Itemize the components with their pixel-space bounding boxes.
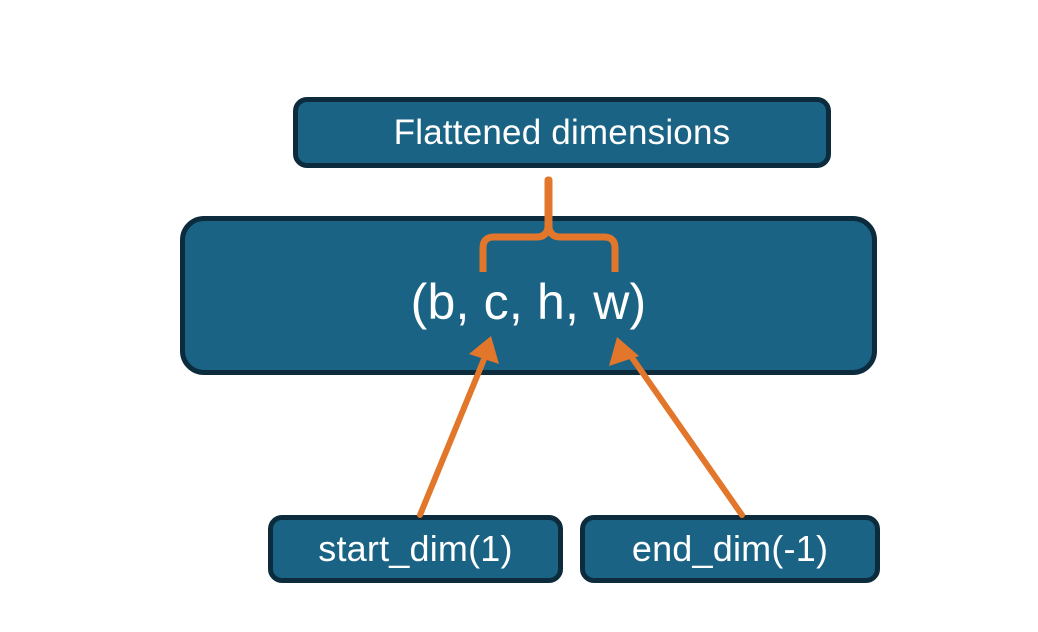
node-tensor-shape-label: (b, c, h, w)	[410, 274, 647, 330]
node-end-dim-label: end_dim(-1)	[631, 528, 829, 569]
node-start-dim: start_dim(1)	[268, 515, 563, 583]
arrow-end-dim-line	[625, 349, 745, 518]
node-flattened-dimensions-label: Flattened dimensions	[393, 113, 731, 152]
node-tensor-shape: (b, c, h, w)	[180, 216, 877, 375]
node-flattened-dimensions: Flattened dimensions	[293, 97, 831, 168]
arrow-start-dim-line	[417, 349, 490, 518]
node-end-dim: end_dim(-1)	[580, 515, 880, 583]
node-start-dim-label: start_dim(1)	[318, 528, 513, 569]
